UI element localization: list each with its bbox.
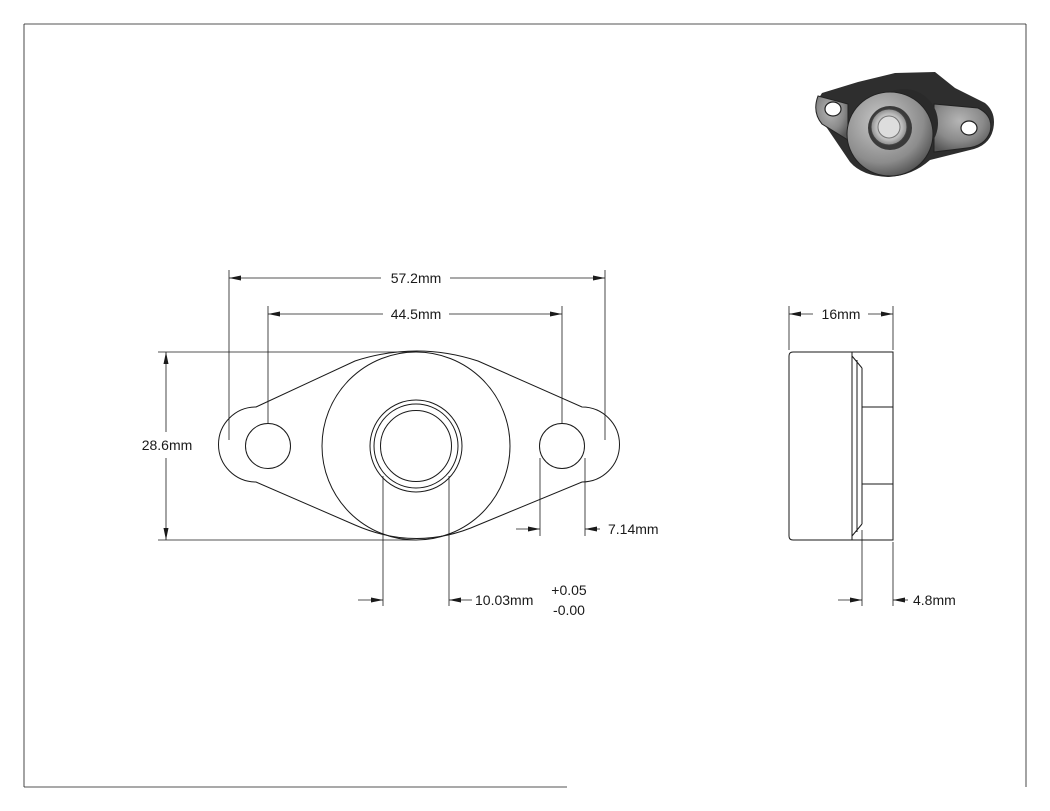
sheet-border bbox=[23, 23, 1027, 788]
flange-bearing-3d-render-icon bbox=[815, 72, 994, 177]
dim-height-label: 28.6mm bbox=[142, 437, 193, 453]
dim-flange: 4.8mm bbox=[838, 530, 956, 608]
dim-thickness: 16mm bbox=[788, 306, 894, 350]
dim-mount-hole-label: 7.14mm bbox=[608, 521, 659, 537]
dim-bore-label: 10.03mm bbox=[475, 592, 533, 608]
dim-bore: 10.03mm +0.05 -0.00 bbox=[358, 476, 587, 618]
side-view-part bbox=[788, 351, 894, 541]
front-view-part bbox=[218, 350, 620, 541]
dim-bore-tol-upper: +0.05 bbox=[551, 582, 587, 598]
dim-overall-width: 57.2mm bbox=[228, 270, 606, 440]
dim-mount-hole: 7.14mm bbox=[516, 458, 659, 537]
dim-flange-label: 4.8mm bbox=[913, 592, 956, 608]
dim-thickness-label: 16mm bbox=[822, 306, 861, 322]
dim-overall-width-label: 57.2mm bbox=[391, 270, 442, 286]
dim-bore-tol-lower: -0.00 bbox=[553, 602, 585, 618]
dim-height: 28.6mm bbox=[142, 351, 416, 541]
dim-hole-spacing-label: 44.5mm bbox=[391, 306, 442, 322]
dim-hole-spacing: 44.5mm bbox=[267, 306, 563, 424]
